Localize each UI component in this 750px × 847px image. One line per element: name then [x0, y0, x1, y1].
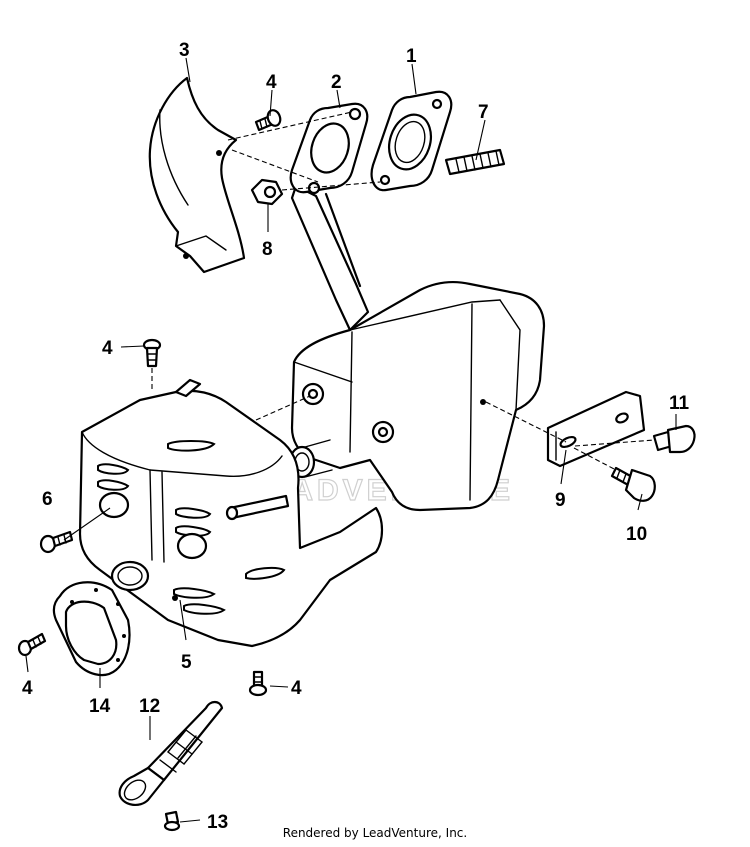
- part-6-screw: [39, 530, 74, 554]
- callout-9: 9: [555, 490, 566, 511]
- part-10-bolt: [610, 466, 656, 502]
- callout-4-bottom-right: 4: [291, 678, 302, 699]
- part-14-cap: [52, 581, 131, 677]
- part-11-bolt: [652, 424, 696, 454]
- part-12-screen: [118, 700, 224, 806]
- callout-7: 7: [478, 102, 489, 123]
- part-4-screw-left: [142, 338, 162, 368]
- callout-2: 2: [331, 72, 342, 93]
- part-1-gasket: [370, 90, 453, 192]
- callout-14: 14: [89, 696, 111, 717]
- footer-credit: Rendered by LeadVenture, Inc.: [282, 826, 468, 840]
- callouts: 1 2 3 4 7 8 4 11 9 10 6 5 4 14 4 12 13: [22, 40, 690, 833]
- part-9-bracket: [546, 390, 646, 468]
- callout-4-left: 4: [102, 338, 113, 359]
- callout-3: 3: [179, 40, 190, 61]
- leader-lines: [25, 57, 677, 823]
- callout-11: 11: [669, 393, 690, 414]
- part-8-nut: [250, 178, 284, 206]
- callout-10: 10: [626, 524, 647, 545]
- callout-5: 5: [181, 652, 192, 673]
- part-3-deflector: [148, 76, 246, 274]
- callout-1: 1: [406, 46, 417, 67]
- muffler-body: [288, 102, 546, 512]
- callout-4-bottom-left: 4: [22, 678, 33, 699]
- callout-4-upper: 4: [266, 72, 277, 93]
- part-4-screw-bottom-left: [17, 632, 47, 657]
- callout-8: 8: [262, 239, 273, 260]
- callout-6: 6: [42, 489, 53, 510]
- part-7-stud: [444, 148, 506, 176]
- part-13-screw: [163, 810, 181, 832]
- callout-13: 13: [207, 812, 228, 833]
- callout-12: 12: [139, 696, 160, 717]
- part-5-shield: [78, 378, 384, 648]
- part-4-screw-upper: [254, 109, 282, 132]
- part-4-screw-bottom-right: [248, 670, 268, 697]
